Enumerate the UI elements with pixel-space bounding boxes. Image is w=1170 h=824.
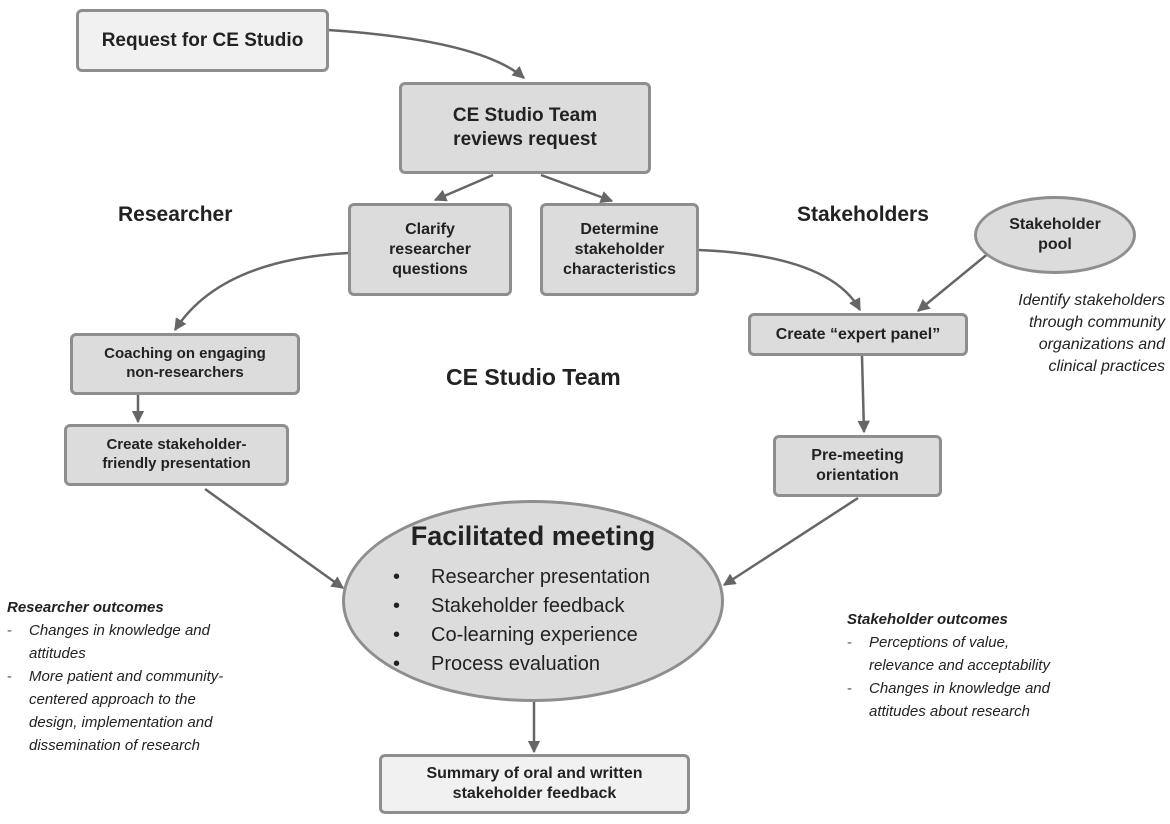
clarify-box: Clarify researcher questions xyxy=(348,203,512,296)
orientation-box: Pre-meeting orientation xyxy=(773,435,942,497)
arrow-create-presentation-to-meeting xyxy=(204,487,345,590)
researcher-outcomes-list: Changes in knowledge and attitudes More … xyxy=(7,619,307,757)
summary-box: Summary of oral and written stakeholder … xyxy=(379,754,690,814)
stakeholder-pool-text-area: Stakeholder pool xyxy=(974,196,1136,274)
determine-box: Determine stakeholder characteristics xyxy=(540,203,699,296)
summary-label: Summary of oral and written stakeholder … xyxy=(426,765,643,802)
review-label: CE Studio Team reviews request xyxy=(452,105,598,150)
facilitated-meeting-title: Facilitated meeting xyxy=(410,521,656,551)
outcome-item: More patient and community- centered app… xyxy=(7,665,307,757)
facilitated-meeting-list: Researcher presentation Stakeholder feed… xyxy=(393,563,650,679)
arrow-expert-panel-to-orientation xyxy=(857,355,870,434)
researcher-heading: Researcher xyxy=(118,203,233,226)
expert-panel-label: Create “expert panel” xyxy=(775,325,941,343)
outcome-item: Changes in knowledge and attitudes xyxy=(7,619,307,665)
facilitated-meeting-ellipse: Facilitated meeting Researcher presentat… xyxy=(342,500,724,702)
create-presentation-label: Create stakeholder- friendly presentatio… xyxy=(102,436,251,472)
clarify-label: Clarify researcher questions xyxy=(389,220,471,278)
stakeholder-pool-label: Stakeholder pool xyxy=(1009,216,1101,253)
coaching-box: Coaching on engaging non-researchers xyxy=(70,333,300,395)
stakeholders-heading: Stakeholders xyxy=(797,203,929,226)
arrow-determine-to-expert-panel xyxy=(697,248,862,312)
researcher-outcomes: Researcher outcomes Changes in knowledge… xyxy=(7,596,307,757)
stakeholder-outcomes-list: Perceptions of value, relevance and acce… xyxy=(847,631,1147,723)
arrow-request-to-review xyxy=(327,28,525,79)
researcher-outcomes-title: Researcher outcomes xyxy=(7,599,164,616)
meeting-item: Co-learning experience xyxy=(393,621,650,650)
stakeholder-outcomes: Stakeholder outcomes Perceptions of valu… xyxy=(847,608,1147,723)
coaching-label: Coaching on engaging non-researchers xyxy=(104,345,266,381)
create-presentation-box: Create stakeholder- friendly presentatio… xyxy=(64,424,289,486)
ce-studio-team-heading: CE Studio Team xyxy=(446,364,621,390)
meeting-item: Researcher presentation xyxy=(393,563,650,592)
outcome-item: Perceptions of value, relevance and acce… xyxy=(847,631,1147,677)
request-box: Request for CE Studio xyxy=(76,9,329,72)
arrow-pool-to-expert-panel xyxy=(917,251,991,312)
expert-panel-box: Create “expert panel” xyxy=(748,313,968,356)
review-box: CE Studio Team reviews request xyxy=(399,82,651,174)
determine-label: Determine stakeholder characteristics xyxy=(563,220,676,278)
request-label: Request for CE Studio xyxy=(101,29,304,51)
outcome-item: Changes in knowledge and attitudes about… xyxy=(847,677,1147,723)
arrow-review-to-clarify xyxy=(433,173,494,202)
arrow-orientation-to-meeting xyxy=(722,496,859,587)
orientation-label: Pre-meeting orientation xyxy=(811,447,904,484)
stakeholder-pool-ellipse xyxy=(974,196,1136,274)
stakeholder-outcomes-title: Stakeholder outcomes xyxy=(847,611,1008,628)
meeting-item: Stakeholder feedback xyxy=(393,592,650,621)
arrow-review-to-determine xyxy=(540,173,614,204)
identify-stakeholders-note: Identify stakeholders through community … xyxy=(1018,292,1165,375)
meeting-item: Process evaluation xyxy=(393,650,650,679)
arrow-clarify-to-coaching xyxy=(173,251,349,332)
